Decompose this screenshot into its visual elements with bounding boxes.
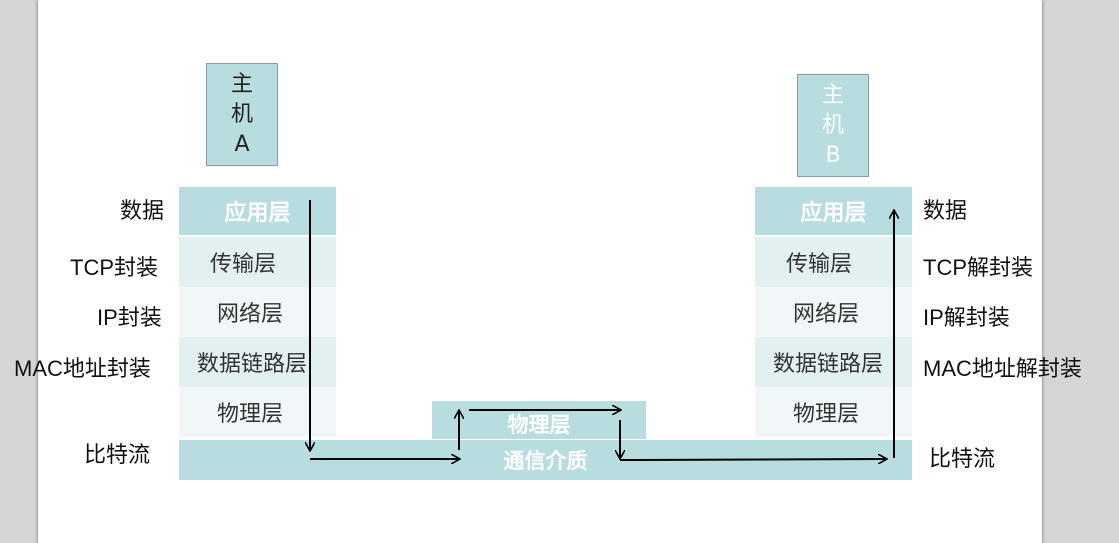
middle-physical-layer: 物理层 (432, 401, 646, 439)
left-label-tcp: TCP封装 (70, 255, 159, 280)
right-transport-layer: 传输层 (755, 237, 912, 287)
right-label-ip: IP解封装 (923, 305, 1010, 330)
arrow-right-to-host-b (619, 459, 886, 460)
right-label-data: 数据 (923, 198, 968, 223)
left-label-bits: 比特流 (84, 442, 151, 467)
host-b-line1: 主 (821, 82, 844, 108)
host-b-line3: B (825, 142, 841, 168)
right-label-mac: MAC地址解封装 (923, 356, 1082, 381)
host-b-line2: 机 (821, 112, 844, 138)
left-label-ip: IP封装 (97, 305, 162, 330)
host-b-box: 主 机 B (797, 74, 869, 177)
left-label-mac: MAC地址封装 (14, 356, 151, 381)
right-label-tcp: TCP解封装 (923, 255, 1034, 280)
right-network-layer: 网络层 (755, 287, 912, 337)
host-a-line1: 主 (230, 71, 253, 97)
left-label-data: 数据 (120, 198, 165, 223)
right-application-layer: 应用层 (755, 187, 912, 235)
host-a-line3: A (234, 131, 250, 157)
host-a-box: 主 机 A (206, 63, 278, 166)
right-datalink-layer: 数据链路层 (755, 337, 912, 387)
host-a-line2: 机 (230, 101, 253, 127)
right-label-bits: 比特流 (929, 446, 996, 471)
right-physical-layer: 物理层 (755, 387, 912, 437)
